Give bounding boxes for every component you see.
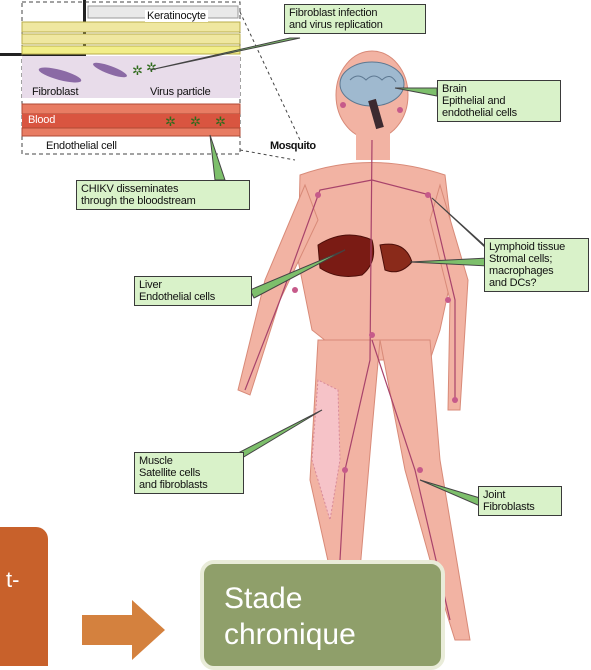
lymph-node — [417, 467, 423, 473]
callout-muscle: Muscle Satellite cells and fibroblasts — [134, 452, 244, 494]
callout-chikv: CHIKV disseminates through the bloodstre… — [76, 180, 250, 210]
callout-fibroblast-infection: Fibroblast infection and virus replicati… — [284, 4, 426, 34]
pointer-fibroblast — [150, 38, 300, 70]
lymph-node — [315, 192, 321, 198]
stade-line-2: chronique — [224, 618, 356, 652]
lymph-node — [397, 107, 403, 113]
callout-lymphoid: Lymphoid tissue Stromal cells; macrophag… — [484, 238, 589, 292]
callout-joint: Joint Fibroblasts — [478, 486, 562, 516]
stade-line-1: Stade — [224, 582, 302, 616]
brain — [340, 62, 404, 106]
stade-chronique-box: Stade chronique — [200, 560, 445, 670]
callout-brain: Brain Epithelial and endothelial cells — [437, 80, 561, 122]
callout-liver: Liver Endothelial cells — [134, 276, 252, 306]
neck — [356, 130, 390, 160]
lymph-node — [342, 467, 348, 473]
lymph-node — [369, 332, 375, 338]
orange-stage-box: t- — [0, 527, 48, 666]
liver — [318, 235, 374, 276]
lymph-node — [340, 102, 346, 108]
arrow-icon — [82, 600, 165, 660]
lymph-node — [292, 287, 298, 293]
pointer-chikv — [210, 135, 225, 180]
orange-stage-text: t- — [6, 567, 19, 593]
lymph-node — [425, 192, 431, 198]
lymph-node — [445, 297, 451, 303]
mosquito-label: Mosquito — [270, 140, 316, 152]
lymph-node — [452, 397, 458, 403]
